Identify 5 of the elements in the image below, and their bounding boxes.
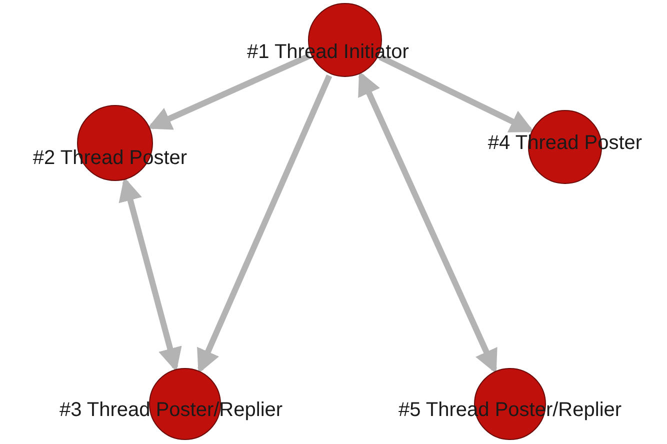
arrow <box>358 71 498 374</box>
arrow <box>118 177 182 372</box>
arrow <box>147 53 311 130</box>
arrow <box>197 74 332 374</box>
arrow <box>378 54 534 133</box>
